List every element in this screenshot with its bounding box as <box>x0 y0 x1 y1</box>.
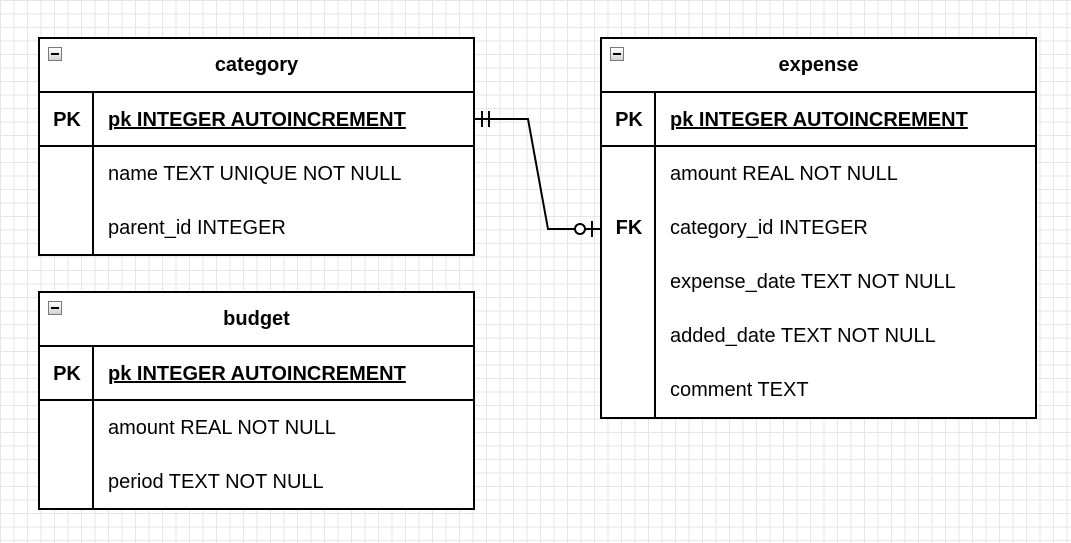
attribute-name: period TEXT NOT NULL <box>108 470 324 493</box>
attribute-row[interactable]: parent_id INTEGER <box>40 201 473 255</box>
key-column <box>40 93 94 145</box>
entity-category-title: category <box>214 53 299 76</box>
key-column <box>602 93 656 145</box>
entity-category-pk-section: PK pk INTEGER AUTOINCREMENT <box>40 93 473 147</box>
pk-label: PK <box>53 108 81 131</box>
entity-budget-title: budget <box>223 307 290 330</box>
entity-category[interactable]: category PK pk INTEGER AUTOINCREMENT nam… <box>38 37 475 256</box>
key-column <box>40 401 94 509</box>
key-column <box>40 347 94 399</box>
key-column <box>40 147 94 255</box>
attribute-row[interactable]: expense_date TEXT NOT NULL <box>602 255 1035 309</box>
collapse-icon[interactable] <box>610 47 624 61</box>
entity-expense[interactable]: expense PK pk INTEGER AUTOINCREMENT amou… <box>600 37 1037 419</box>
attribute-name: expense_date TEXT NOT NULL <box>670 270 956 293</box>
attribute-name: amount REAL NOT NULL <box>108 416 336 439</box>
attribute-name: amount REAL NOT NULL <box>670 162 898 185</box>
entity-expense-fields-section: amount REAL NOT NULL FK category_id INTE… <box>602 147 1035 417</box>
attribute-row[interactable]: amount REAL NOT NULL <box>602 147 1035 201</box>
entity-budget[interactable]: budget PK pk INTEGER AUTOINCREMENT amoun… <box>38 291 475 510</box>
entity-budget-fields-section: amount REAL NOT NULL period TEXT NOT NUL… <box>40 401 473 509</box>
entity-budget-header[interactable]: budget <box>40 293 473 347</box>
entity-expense-pk-section: PK pk INTEGER AUTOINCREMENT <box>602 93 1035 147</box>
attribute-name: category_id INTEGER <box>670 216 868 239</box>
pk-label: PK <box>53 362 81 385</box>
pk-field: pk INTEGER AUTOINCREMENT <box>670 108 968 131</box>
zero-optional-circle <box>574 223 586 235</box>
attribute-row[interactable]: period TEXT NOT NULL <box>40 455 473 509</box>
entity-expense-title: expense <box>778 53 859 76</box>
entity-category-header[interactable]: category <box>40 39 473 93</box>
attribute-name: parent_id INTEGER <box>108 216 286 239</box>
entity-budget-pk-section: PK pk INTEGER AUTOINCREMENT <box>40 347 473 401</box>
relationship-line[interactable] <box>475 118 600 230</box>
attribute-row[interactable]: PK pk INTEGER AUTOINCREMENT <box>602 93 1035 147</box>
pk-field: pk INTEGER AUTOINCREMENT <box>108 108 406 131</box>
attribute-name: name TEXT UNIQUE NOT NULL <box>108 162 402 185</box>
attribute-row[interactable]: amount REAL NOT NULL <box>40 401 473 455</box>
collapse-icon[interactable] <box>48 47 62 61</box>
attribute-name: comment TEXT <box>670 378 809 401</box>
entity-category-fields-section: name TEXT UNIQUE NOT NULL parent_id INTE… <box>40 147 473 255</box>
pk-label: PK <box>615 108 643 131</box>
attribute-row[interactable]: FK category_id INTEGER <box>602 201 1035 255</box>
attribute-row[interactable]: comment TEXT <box>602 363 1035 417</box>
pk-field: pk INTEGER AUTOINCREMENT <box>108 362 406 385</box>
attribute-name: added_date TEXT NOT NULL <box>670 324 936 347</box>
attribute-row[interactable]: added_date TEXT NOT NULL <box>602 309 1035 363</box>
collapse-icon[interactable] <box>48 301 62 315</box>
attribute-row[interactable]: name TEXT UNIQUE NOT NULL <box>40 147 473 201</box>
attribute-row[interactable]: PK pk INTEGER AUTOINCREMENT <box>40 93 473 147</box>
key-column <box>602 147 656 417</box>
attribute-row[interactable]: PK pk INTEGER AUTOINCREMENT <box>40 347 473 401</box>
entity-expense-header[interactable]: expense <box>602 39 1035 93</box>
fk-label: FK <box>615 216 643 239</box>
